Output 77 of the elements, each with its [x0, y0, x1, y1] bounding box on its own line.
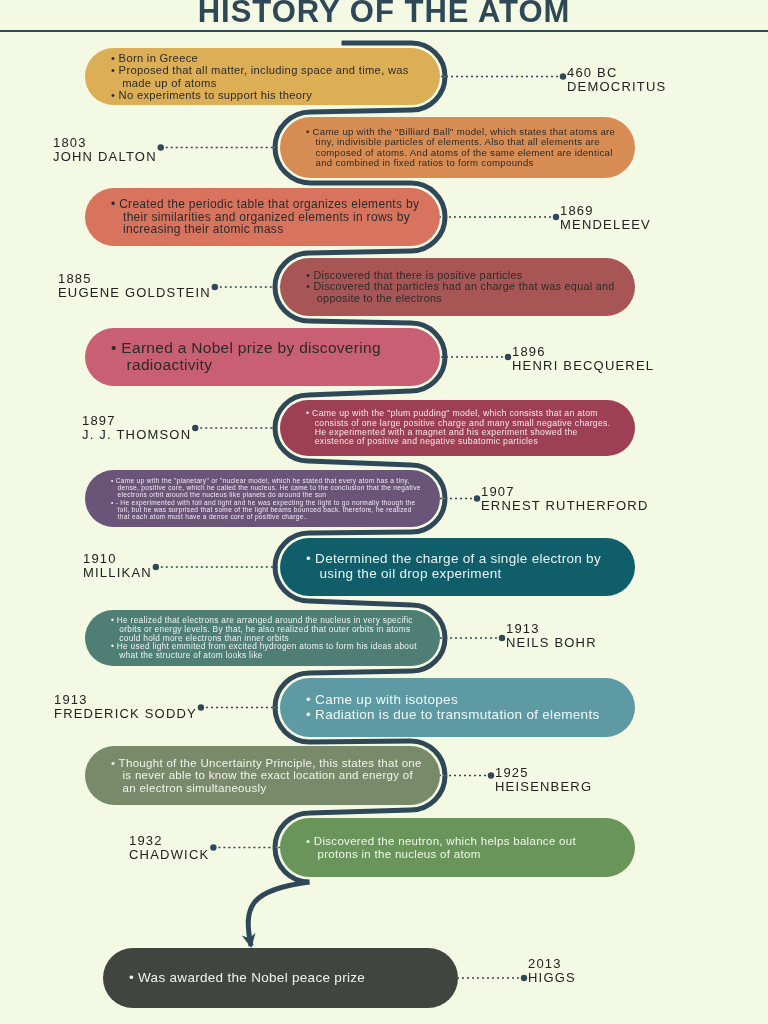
scientist-name: J. J. THOMSON [82, 428, 192, 443]
event-pill [103, 948, 458, 1008]
event-pill [85, 610, 440, 666]
scientist-name: ERNEST RUTHERFORD [481, 499, 649, 514]
scientist-name: NEILS BOHR [506, 636, 597, 651]
timeline-line [272, 76, 448, 148]
bullet-point: • Thought of the Uncertainty Principle, this states that one is never able to know the exact location and energy of an electron simultaneously [111, 756, 423, 795]
leader-line [197, 704, 281, 711]
scientist-name: MILLIKAN [83, 566, 152, 581]
event-pill [280, 400, 635, 456]
leader-line [210, 844, 281, 851]
bullet-point: • Came up with the "Billiard Ball" model, which states that atoms are tiny, indivisible particles of elements. Also that all elements are composed of atoms. And atoms of the same element are identical and combined in fixed ratios to form compounds [306, 126, 617, 169]
event-pill [280, 818, 635, 877]
scientist-name: FREDERICK SODDY [54, 707, 197, 722]
year-label: 2013 [528, 957, 563, 972]
event-pill [280, 117, 635, 178]
bullet-point: • Discovered that there is positive particles [306, 269, 524, 282]
year-label: 1913 [506, 622, 541, 637]
timeline-line [272, 775, 448, 848]
timeline-line [272, 637, 448, 708]
scientist-name: HEISENBERG [495, 780, 593, 795]
event-pill [280, 258, 635, 316]
timeline-line [272, 286, 448, 358]
scientist-name: CHADWICK [129, 848, 210, 863]
arrow [242, 847, 312, 948]
timeline-line [272, 216, 448, 288]
scientist-name: HIGGS [528, 971, 576, 986]
bullet-point: • Earned a Nobel prize by discovering radioactivity [111, 340, 382, 374]
year-label: 1897 [82, 414, 117, 429]
leader-line [439, 353, 512, 361]
bullet-point: • Born in Greece [111, 52, 200, 65]
timeline-line [341, 40, 448, 77]
scientist-name: DEMOCRITUS [567, 80, 667, 95]
event-pill [85, 328, 440, 386]
bullet-point: • No experiments to support his theory [111, 88, 314, 101]
year-label: 1885 [58, 272, 93, 287]
event-pill [85, 746, 440, 805]
year-label: 1907 [481, 485, 516, 500]
year-label: 1896 [512, 345, 547, 360]
event-pill [85, 188, 440, 246]
bullet-point: • Proposed that all matter, including space and time, was made up of atoms [111, 64, 410, 89]
year-label: 1932 [129, 834, 164, 849]
bullet-point: • Came up with isotopes [306, 692, 459, 708]
bullet-point: • Radiation is due to transmutation of elements [306, 707, 601, 723]
bullet-point: • Was awarded the Nobel peace prize [129, 970, 367, 986]
bullet-point: • Came up with the "plum pudding" model, which consists that an atom consists of one large positive charge and many small negative charges. He experimented with a magnet and his experiment showed the existence of positive and negative subatomic particles [306, 409, 612, 447]
bullet-point: • He realized that electrons are arranged around the nucleus in very specific orbits or energy levels. By that, he also realized that outer orbits in atoms could hold more electrons than inner orbits [111, 615, 413, 643]
event-pill [280, 678, 635, 737]
bullet-point: • Discovered the neutron, which helps balance out protons in the nucleus of atom [306, 835, 577, 860]
year-label: 1913 [54, 693, 89, 708]
bullet-point: • He used light emmited from excited hydrogen atoms to form his ideas about what the structure of atom looks like [111, 642, 418, 661]
bullet-point: • Created the periodic table that organizes elements by their similarities and organized elements in rows by increasing their atomic mass [111, 197, 421, 237]
year-label: 1925 [495, 766, 530, 781]
year-label: 1803 [53, 136, 88, 151]
year-label: 460 BC [567, 66, 619, 81]
title: HISTORY OF THE ATOM [196, 0, 572, 30]
leader-line [439, 495, 481, 502]
scientist-name: MENDELEEV [560, 218, 651, 233]
bullet-point: • Determined the charge of a single electron by using the oil drop experiment [306, 552, 602, 582]
timeline-line [272, 356, 448, 429]
leader-line [439, 634, 506, 642]
year-label: 1910 [83, 552, 118, 567]
leader-line [157, 144, 281, 151]
scientist-name: EUGENE GOLDSTEIN [58, 286, 211, 301]
event-pill [85, 48, 440, 105]
scientist-name: HENRI BECQUEREL [512, 359, 655, 374]
timeline-line [272, 566, 448, 639]
event-pill [280, 538, 635, 596]
timeline-line [272, 147, 448, 218]
event-pill [85, 470, 440, 527]
scientist-name: JOHN DALTON [53, 150, 157, 165]
year-label: 1869 [560, 204, 595, 219]
timeline-line [272, 498, 448, 568]
bullet-point: • Discovered that particles had an charge that was equal and opposite to the electrons [306, 281, 616, 305]
timeline-line [272, 427, 448, 499]
leader-line [439, 73, 567, 80]
timeline-line [272, 707, 448, 776]
